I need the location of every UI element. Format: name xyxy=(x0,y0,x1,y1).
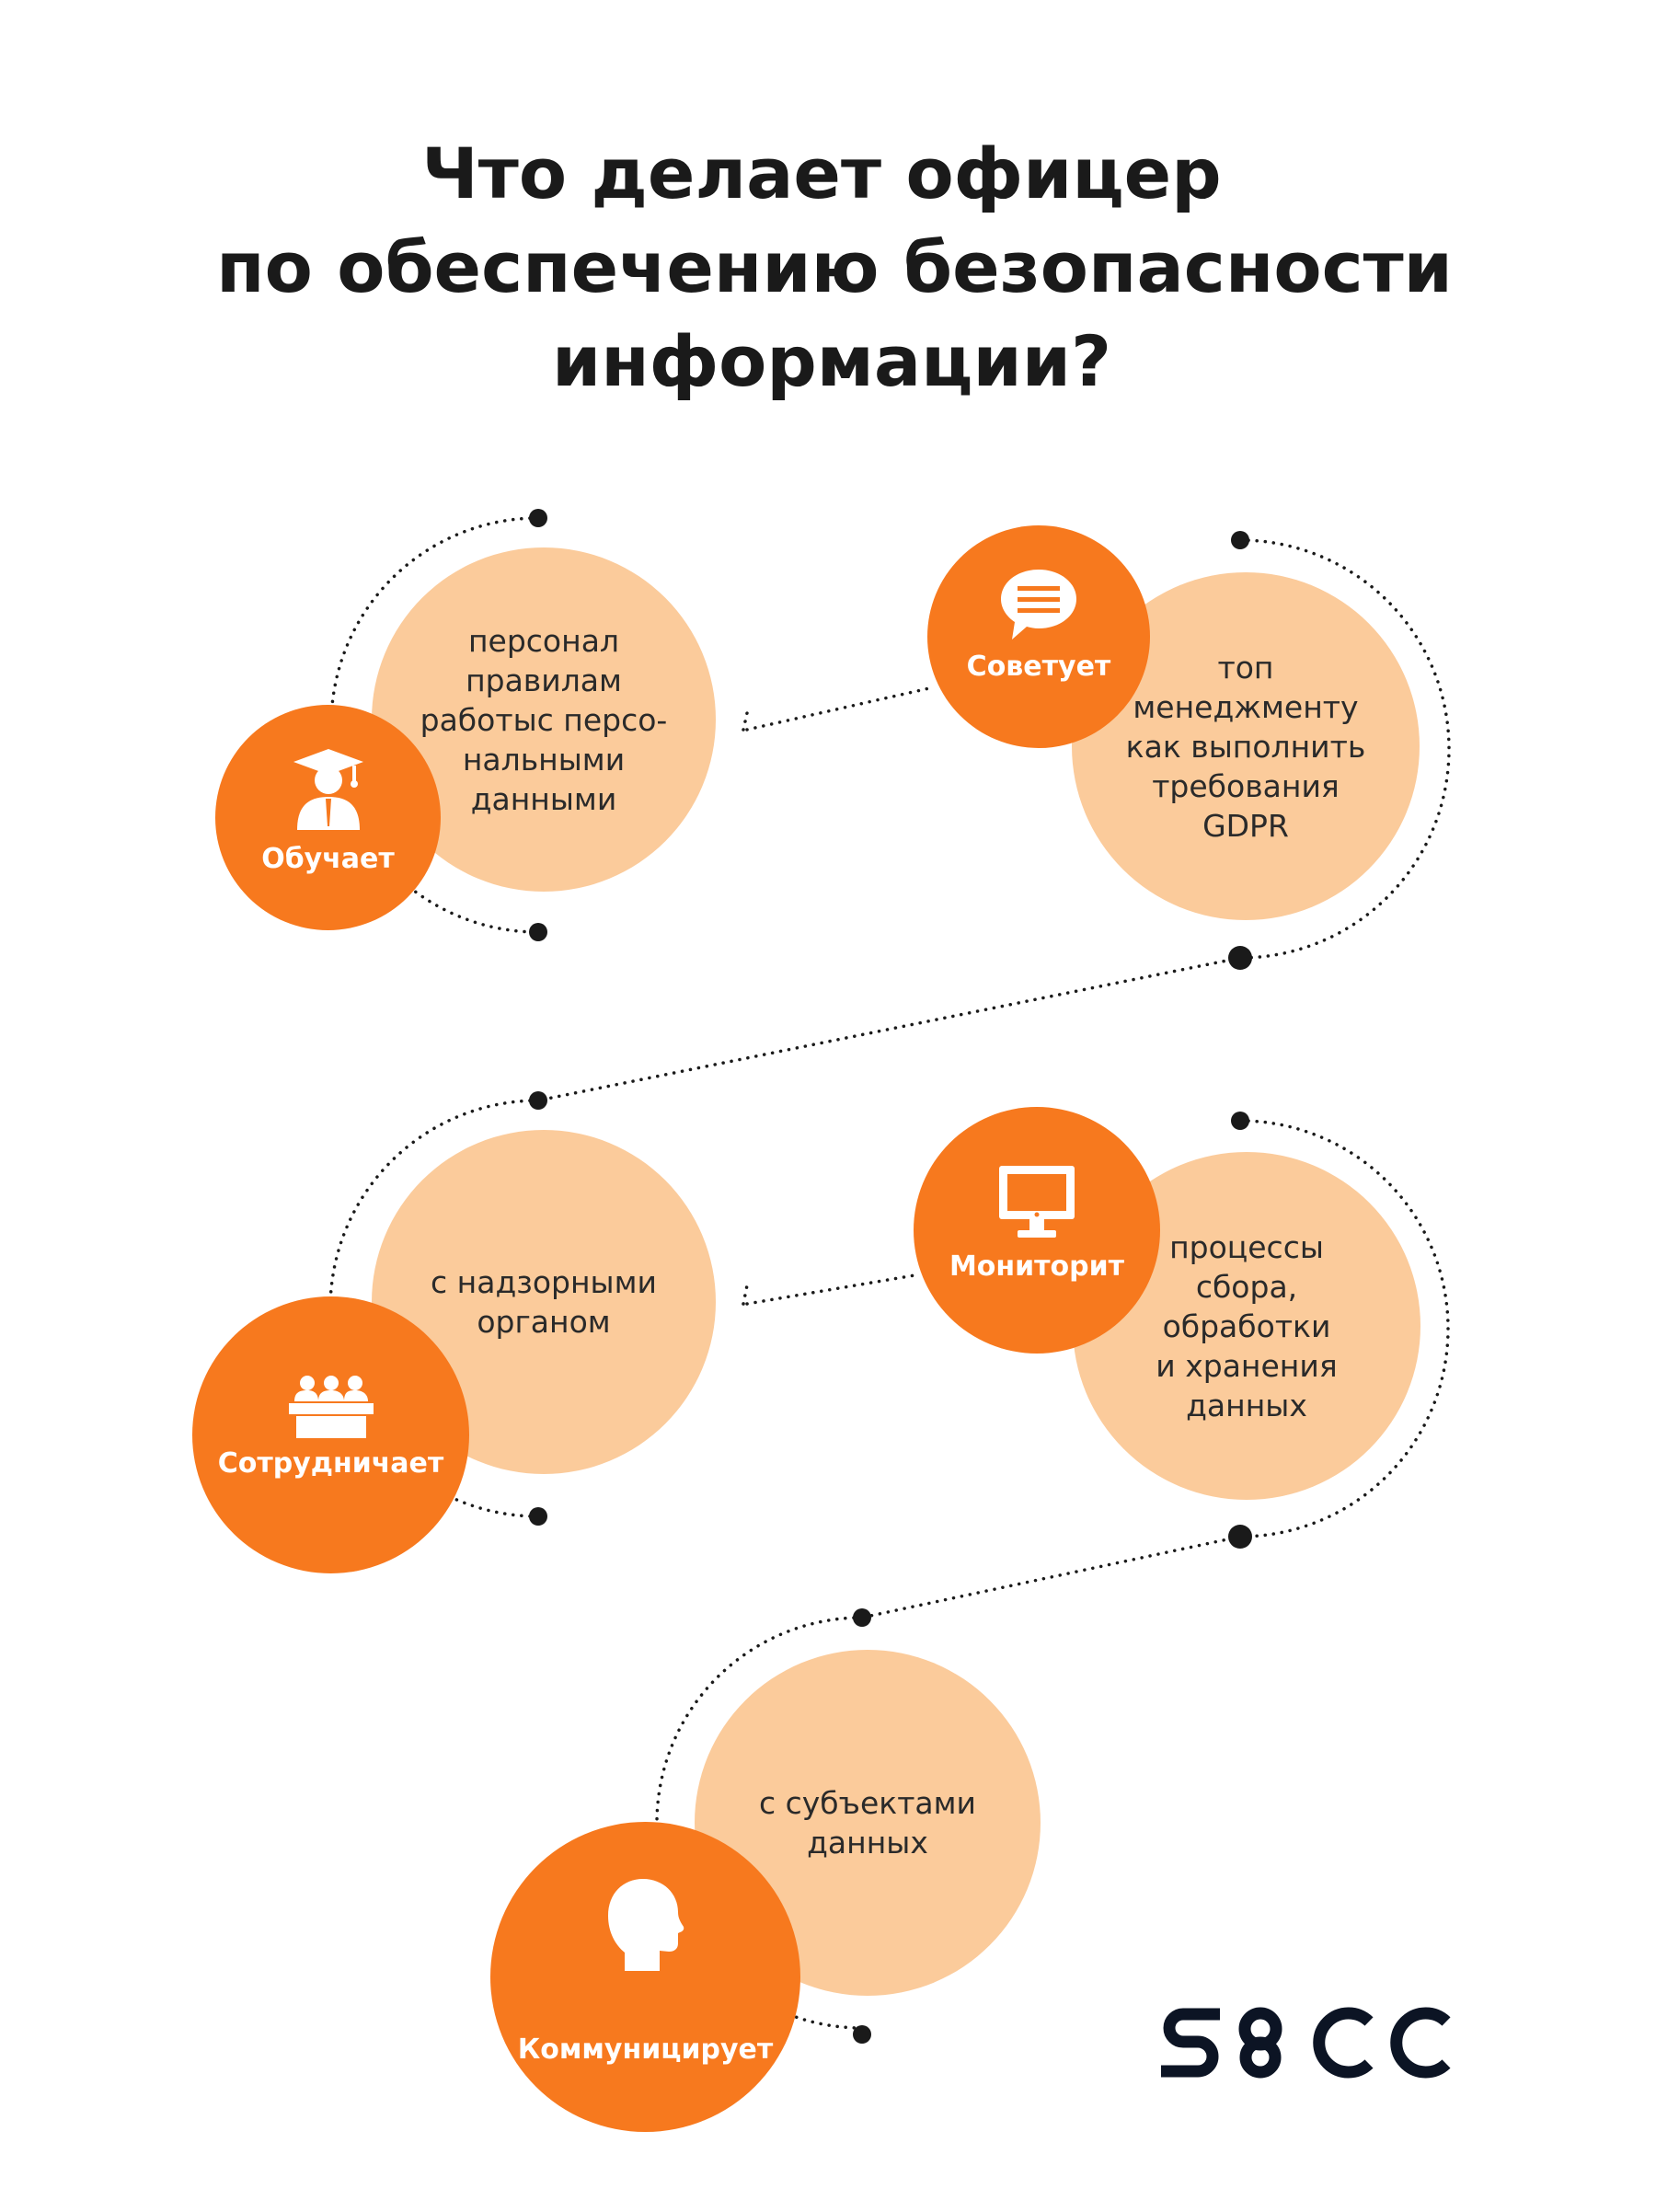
step-2-action-circle: Советует xyxy=(927,525,1150,748)
connector-dot xyxy=(529,1507,547,1526)
chat-bubble-icon xyxy=(1001,570,1076,639)
connector-arc-2 xyxy=(1238,538,1451,960)
connector-dot xyxy=(1228,946,1252,970)
step-1-action-label: Обучает xyxy=(261,843,395,875)
page-title: Что делает офицер по обеспечению безопас… xyxy=(0,127,1656,409)
step-4-action-label: Мониторит xyxy=(949,1250,1125,1283)
step-5-description: с субъектами данных xyxy=(759,1785,976,1861)
step-5-action-circle: Коммуницирует xyxy=(490,1822,800,2132)
connector-dot xyxy=(529,923,547,941)
step-1-action-circle: Обучает xyxy=(215,705,441,930)
connector-link-2 xyxy=(536,956,1242,1102)
connector-link-1 xyxy=(742,711,749,732)
step-2-description: топ менеджменту как выполнить требования… xyxy=(1125,649,1366,844)
monitor-icon xyxy=(999,1166,1075,1238)
connector-arc-4 xyxy=(1238,1119,1450,1538)
graduate-icon xyxy=(293,749,363,830)
step-3-action-label: Сотрудничает xyxy=(217,1447,444,1480)
head-profile-icon xyxy=(607,1879,684,1971)
step-1-description: персонал правилам работыс персо- нальным… xyxy=(420,622,668,817)
title-line-2: по обеспечению безопасности xyxy=(216,226,1453,308)
connector-link-3 xyxy=(742,1284,749,1306)
connector-dot xyxy=(529,1091,547,1110)
connector-dot xyxy=(529,509,547,527)
connector-link-4 xyxy=(860,1535,1242,1619)
meeting-table-icon xyxy=(288,1376,374,1438)
step-4-action-circle: Мониторит xyxy=(914,1107,1160,1354)
connector-link-3b xyxy=(745,1273,922,1306)
connector-dot xyxy=(853,2025,871,2044)
connector-link-1b xyxy=(745,686,931,732)
step-4-description: процессы сбора, обработки и хранения дан… xyxy=(1156,1228,1338,1423)
connector-dot xyxy=(1231,531,1249,549)
title-line-1: Что делает офицер xyxy=(421,132,1222,214)
connector-dot xyxy=(853,1608,871,1627)
connector-dot xyxy=(1231,1112,1249,1130)
title-line-3: информации? xyxy=(551,320,1112,402)
s8co-logo xyxy=(1161,2007,1451,2079)
step-5-action-label: Коммуницирует xyxy=(517,2033,774,2066)
connector-dot xyxy=(1228,1525,1252,1549)
step-3-description: с надзорными органом xyxy=(431,1264,657,1340)
step-3-action-circle: Сотрудничает xyxy=(192,1296,469,1573)
step-2-action-label: Советует xyxy=(966,651,1111,683)
